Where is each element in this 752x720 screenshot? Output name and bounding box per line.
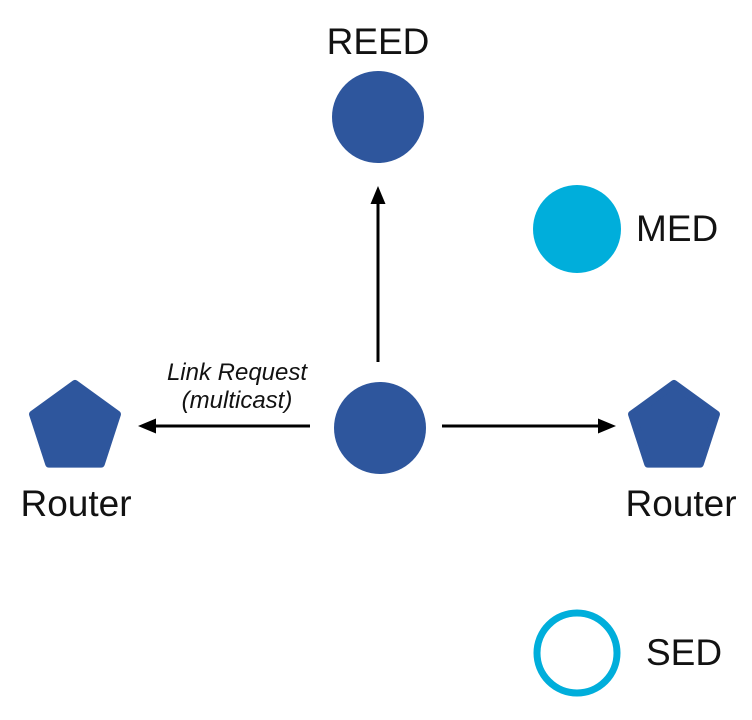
med-label: MED (636, 208, 719, 249)
reed-node-icon (332, 71, 424, 163)
med-node-icon (533, 185, 621, 273)
arrowhead-left-icon (138, 418, 156, 434)
link-request-annotation-line2: (multicast) (181, 387, 293, 414)
router-right-label: Router (625, 483, 737, 524)
router-right-pentagon-icon (628, 380, 720, 468)
link-request-annotation: Link Request (multicast) (167, 359, 307, 415)
sed-node-icon (533, 609, 621, 697)
router-left-label: Router (20, 483, 132, 524)
sed-label: SED (646, 632, 723, 673)
arrowhead-up-icon (370, 186, 386, 204)
center-node-icon (334, 382, 426, 474)
link-request-annotation-line1: Link Request (166, 359, 308, 386)
router-left-pentagon-icon (29, 380, 121, 468)
arrowhead-right-icon (598, 418, 616, 434)
reed-label: REED (326, 21, 430, 62)
